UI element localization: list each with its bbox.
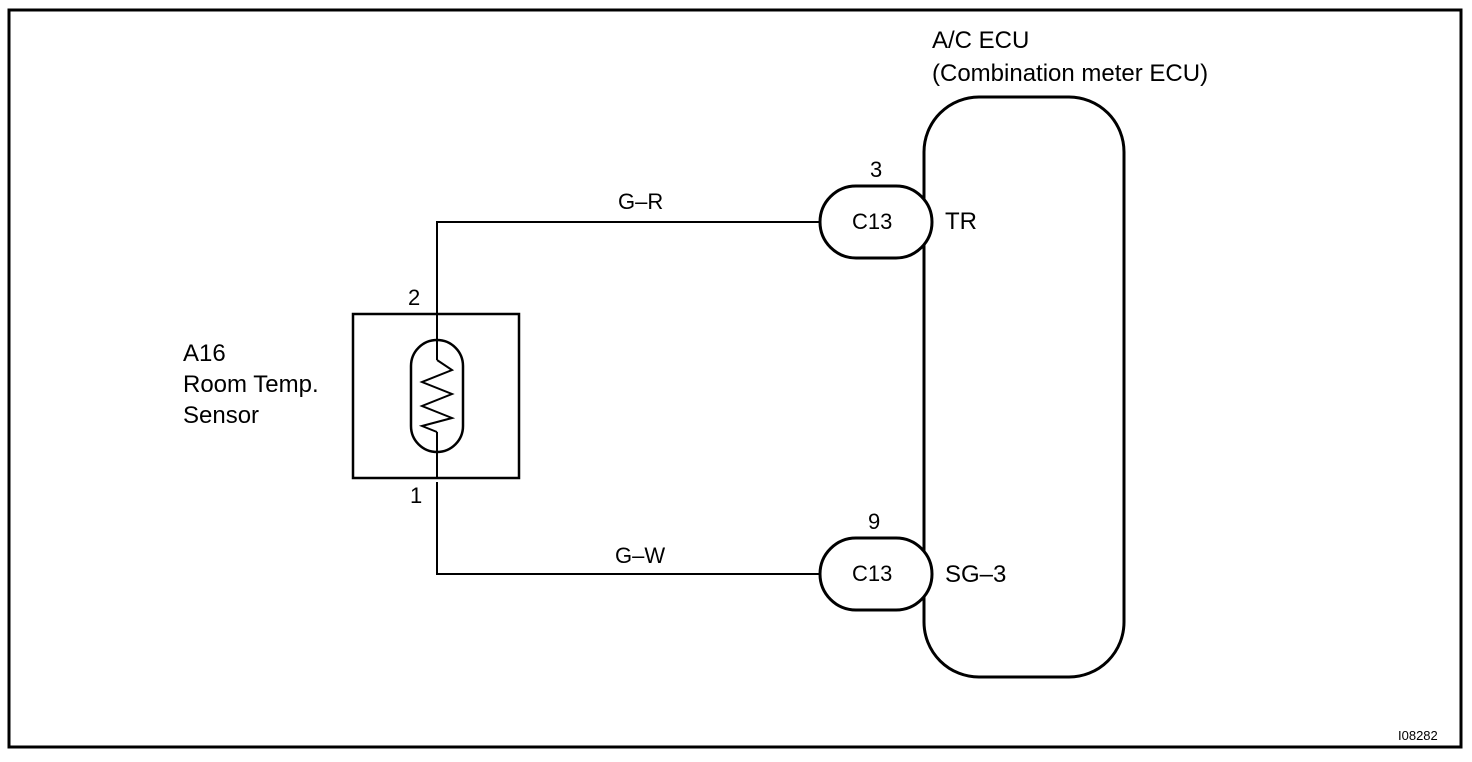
connector-c13-bottom [818, 536, 934, 612]
connector-bottom-label: C13 [852, 561, 893, 586]
sensor-name-line2: Sensor [183, 402, 260, 429]
sensor-pin-1: 1 [410, 483, 423, 508]
ecu-subtitle: (Combination meter ECU) [932, 60, 1209, 87]
sensor-code: A16 [183, 340, 226, 367]
ecu-terminal-tr: TR [945, 208, 977, 235]
wire-label-g-w: G–W [615, 543, 666, 568]
sensor-pin-2: 2 [408, 285, 421, 310]
sensor-name-line1: Room Temp. [183, 371, 319, 398]
resistor-zigzag-icon [418, 359, 456, 433]
connector-bottom-pin: 9 [868, 509, 881, 534]
wire-label-g-r: G–R [618, 189, 664, 214]
ecu-title: A/C ECU [932, 27, 1030, 54]
wire-g-r [436, 221, 820, 318]
ecu-body [922, 95, 1126, 679]
ecu-terminal-sg3: SG–3 [945, 561, 1007, 588]
wire-g-w [436, 482, 820, 575]
connector-top-pin: 3 [870, 157, 883, 182]
connector-top-label: C13 [852, 209, 893, 234]
diagram-frame [7, 8, 1463, 749]
connector-c13-top [818, 184, 934, 260]
figure-id: I08282 [1398, 728, 1438, 743]
